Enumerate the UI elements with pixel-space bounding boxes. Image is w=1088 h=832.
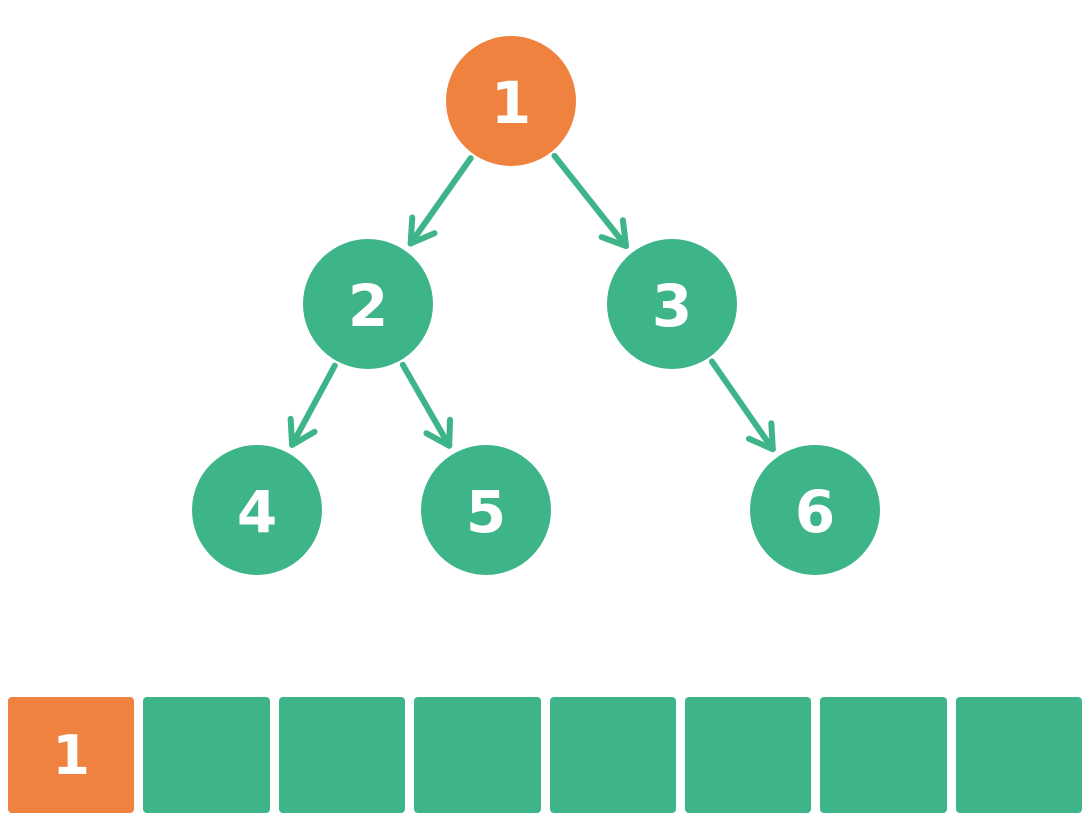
tree-node-circle: [446, 36, 576, 166]
tree-edge-line-n1-n3: [551, 152, 630, 250]
tree-node-2: 2: [303, 239, 433, 369]
arrowhead-icon: [745, 420, 776, 453]
tree-node-circle: [303, 239, 433, 369]
tree-node-circle: [421, 445, 551, 575]
tree-edge-line-n2-n4: [289, 362, 338, 448]
array-cell-3: [414, 697, 541, 813]
tree-node-label: 3: [652, 272, 692, 340]
array-strip: 1: [8, 697, 1082, 813]
tree-node-3: 3: [607, 239, 737, 369]
array-cell-label: 1: [52, 723, 90, 787]
tree-node-1: 1: [446, 36, 576, 166]
array-cell-1: [143, 697, 270, 813]
arrowhead-icon: [287, 415, 318, 448]
array-cell-5: [684, 697, 812, 813]
arrowhead-icon: [407, 214, 438, 247]
tree-node-5: 5: [421, 445, 551, 575]
tree-node-6: 6: [750, 445, 880, 575]
tree-node-circle: [192, 445, 322, 575]
array-cell-7: [955, 697, 1082, 813]
array-cell-6: [820, 697, 947, 813]
tree-edge-line-n3-n6: [708, 358, 776, 453]
tree-edge-line-n1-n2: [407, 155, 474, 247]
tree-edge-line-n2-n5: [399, 361, 453, 449]
arrowhead-icon: [598, 217, 630, 250]
tree-node-circle: [607, 239, 737, 369]
tree-node-label: 5: [466, 478, 506, 546]
array-cell-2: [278, 697, 406, 813]
tree-node-label: 1: [491, 69, 531, 137]
tree-node-label: 4: [237, 478, 277, 546]
array-cell-4: [549, 697, 676, 813]
tree-edges: [287, 152, 776, 453]
arrowhead-icon: [423, 416, 453, 449]
array-cell-0: 1: [8, 697, 135, 813]
tree-nodes: 1 2 3 4 5 6: [192, 36, 880, 575]
tree-node-label: 2: [348, 272, 388, 340]
tree-node-4: 4: [192, 445, 322, 575]
tree-node-label: 6: [795, 478, 835, 546]
tree-node-circle: [750, 445, 880, 575]
